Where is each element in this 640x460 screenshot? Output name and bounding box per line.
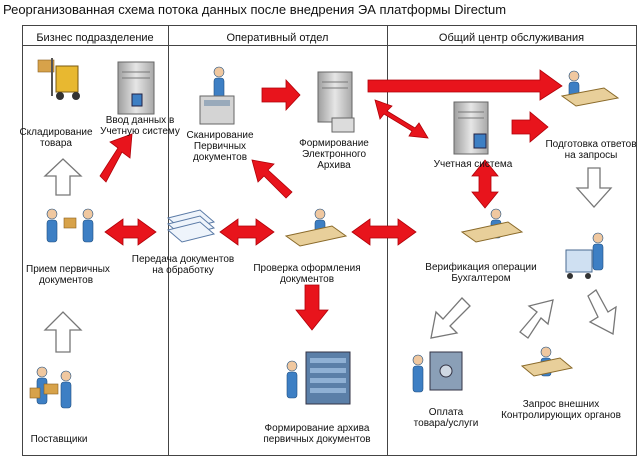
person-icon — [592, 232, 604, 271]
desk-icon — [284, 87, 620, 377]
hollow-arrow-verification-to-payment — [430, 297, 471, 339]
swimlane-frame — [22, 25, 637, 456]
double-arrow-receipt-transfer — [104, 218, 157, 246]
person-icon — [213, 66, 225, 101]
arrow-scan-to-archive — [261, 78, 301, 112]
node-receipt: Прием первичных документов — [26, 264, 110, 286]
node-suppliers: Поставщики — [30, 434, 88, 445]
lane-header-service-center: Общий центр обслуживания — [438, 32, 585, 44]
hollow-arrow-suppliers-to-receipt — [43, 311, 83, 353]
double-arrow-check-verification — [351, 218, 417, 246]
arrow-accounting-to-responses — [511, 111, 549, 143]
node-payment: Оплата товара/услуги — [413, 407, 479, 429]
node-transfer: Передача документов на обработку — [131, 254, 235, 276]
node-accounting: Учетная система — [433, 159, 513, 170]
person-icon — [412, 354, 424, 393]
forklift-icon — [51, 58, 80, 100]
person-icon — [46, 208, 58, 243]
node-warehouse: Складирование товара — [19, 127, 93, 149]
server-icon — [117, 61, 155, 115]
arrow-check-to-primary-archive — [295, 284, 329, 331]
scanner-icon — [199, 95, 235, 125]
double-arrow-archive-accounting — [374, 99, 429, 139]
arrow-receipt-to-dataentry — [99, 133, 133, 183]
hollow-arrow-right-column-to-request — [587, 289, 617, 336]
arrow-archive-to-responses — [367, 69, 563, 101]
double-arrow-transfer-check — [219, 218, 275, 246]
hollow-arrow-request-to-verification — [519, 299, 554, 339]
node-check: Проверка оформления документов — [253, 263, 361, 285]
server-icon — [453, 101, 489, 155]
node-responses: Подготовка ответов на запросы — [545, 139, 637, 161]
arrow-check-to-scan — [251, 159, 293, 199]
node-external-request: Запрос внешних Контролирующих органов — [501, 399, 621, 421]
node-data-entry: Ввод данных в Учетную систему — [100, 115, 180, 137]
server-icon — [317, 71, 355, 133]
node-verification: Верификация операции Бухгалтером — [425, 262, 537, 284]
lane-header-business: Бизнес подразделение — [36, 32, 154, 44]
lane-header-operations: Оперативный отдел — [226, 32, 329, 44]
paper-stack-icon — [166, 209, 216, 243]
node-scanning: Сканирование Первичных документов — [186, 130, 254, 163]
person-icon — [60, 370, 72, 409]
person-icon — [286, 360, 298, 399]
diagram-title: Реорганизованная схема потока данных пос… — [3, 2, 507, 17]
double-arrow-accounting-verification — [471, 159, 499, 209]
safe-icon — [429, 351, 463, 391]
server-rack-icon — [305, 351, 351, 405]
node-primary-archive: Формирование архива первичных документов — [263, 423, 371, 445]
cart-icon — [565, 249, 593, 279]
node-e-archive: Формирование Электронного Архива — [299, 138, 369, 171]
hollow-arrow-receipt-to-warehouse — [43, 158, 83, 196]
box-icon — [29, 59, 77, 399]
person-icon — [82, 208, 94, 243]
hollow-arrow-responses-down — [575, 167, 613, 208]
